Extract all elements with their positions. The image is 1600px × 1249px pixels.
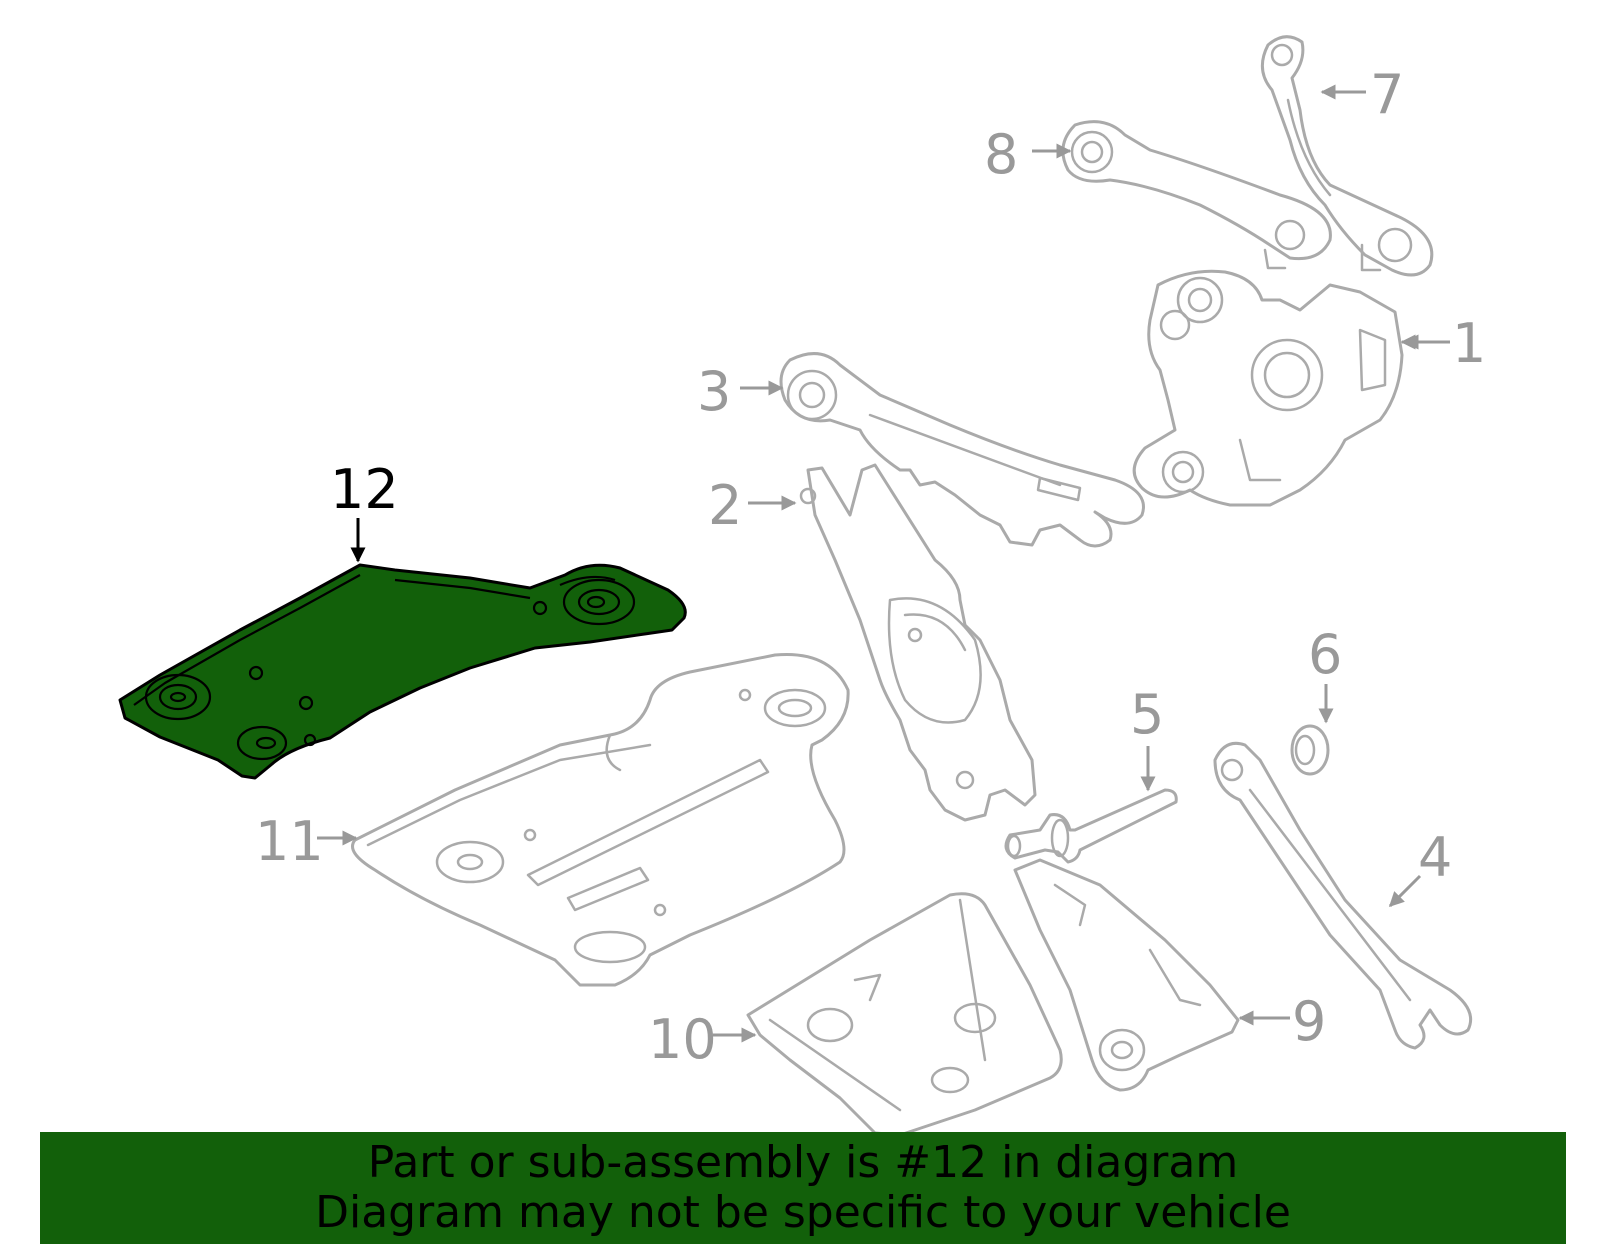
callout-5[interactable]: 5 (1130, 683, 1164, 746)
part-8-control-arm[interactable] (1061, 120, 1332, 270)
callout-3[interactable]: 3 (697, 360, 731, 423)
leader-lines (317, 84, 1450, 1043)
part-10-bracket[interactable] (746, 892, 1063, 1137)
info-banner-background (40, 1132, 1566, 1244)
part-2-trailing-arm[interactable] (799, 463, 1037, 822)
part-7-upper-control-arm[interactable] (1260, 35, 1434, 277)
callout-4[interactable]: 4 (1418, 826, 1452, 889)
callout-9[interactable]: 9 (1292, 990, 1326, 1053)
part-9-bracket[interactable] (1013, 858, 1240, 1092)
part-11-lower-shield[interactable] (351, 652, 850, 987)
banner-line-2: Diagram may not be specific to your vehi… (315, 1187, 1291, 1238)
part-4-toe-link[interactable] (1213, 741, 1473, 1050)
part-12-shield-highlighted[interactable] (118, 563, 687, 780)
part-5-bolt[interactable] (1004, 788, 1178, 864)
callout-7[interactable]: 7 (1370, 63, 1404, 126)
banner-line-1: Part or sub-assembly is #12 in diagram (367, 1137, 1239, 1188)
info-banner: Part or sub-assembly is #12 in diagram D… (40, 1132, 1566, 1244)
callout-11[interactable]: 11 (255, 810, 324, 873)
part-3-lower-control-arm[interactable] (779, 352, 1145, 548)
callout-6[interactable]: 6 (1308, 623, 1342, 686)
callout-2[interactable]: 2 (708, 474, 742, 537)
leader-4 (1388, 874, 1422, 908)
callout-labels: 1 2 3 4 5 6 7 8 9 10 11 12 (255, 63, 1486, 1071)
callout-8[interactable]: 8 (984, 123, 1018, 186)
part-6-bushing[interactable] (1290, 724, 1330, 776)
callout-1[interactable]: 1 (1452, 312, 1486, 375)
callout-12-active[interactable]: 12 (330, 458, 399, 521)
part-1-knuckle[interactable] (1132, 269, 1404, 507)
callout-10[interactable]: 10 (648, 1008, 717, 1071)
